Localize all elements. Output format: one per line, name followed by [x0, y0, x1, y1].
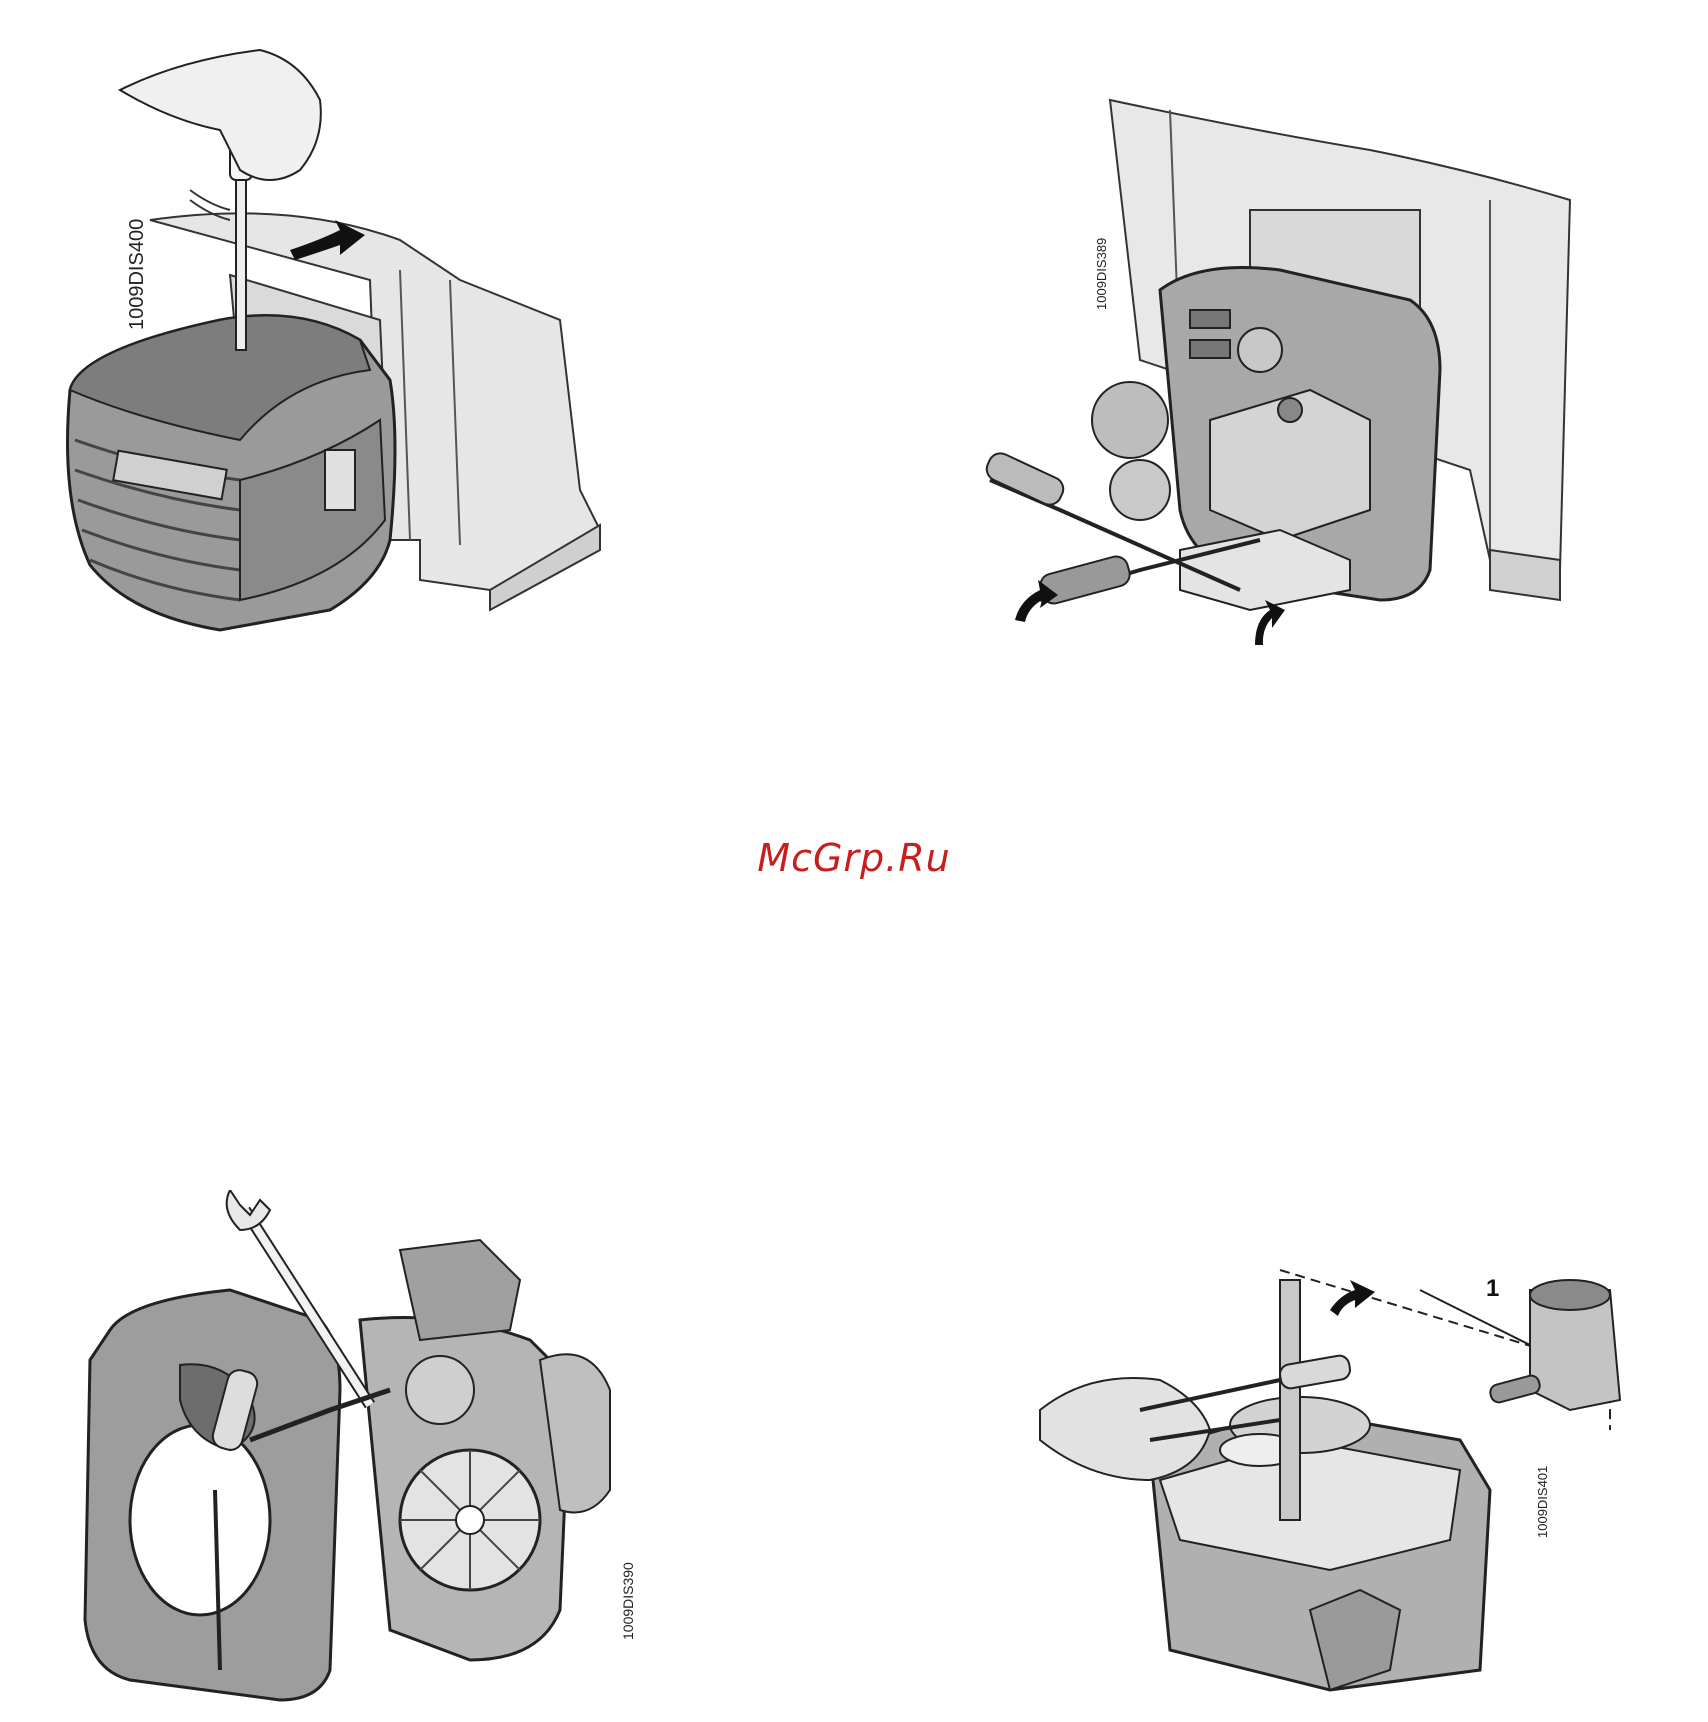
burner-housing-wrench-illustration [70, 1190, 670, 1710]
part-callout-1: 1 [1486, 1275, 1499, 1303]
figure-code-top-left: 1009DIS400 [126, 219, 149, 330]
burner-fan-shaft-illustration [1030, 1250, 1670, 1710]
figure-code-bottom-right: 1009DIS401 [1535, 1466, 1550, 1538]
figure-bottom-left [70, 1190, 670, 1710]
burner-cover-screwdriver-illustration [40, 20, 640, 640]
figure-code-top-right: 1009DIS389 [1094, 238, 1109, 310]
figure-bottom-right [1030, 1250, 1670, 1710]
burner-unit-screwdrivers-illustration [950, 90, 1590, 650]
figure-code-bottom-left: 1009DIS390 [620, 1562, 636, 1640]
watermark: McGrp.Ru [0, 836, 1708, 880]
figure-top-right [950, 90, 1590, 650]
figure-top-left [40, 20, 640, 640]
